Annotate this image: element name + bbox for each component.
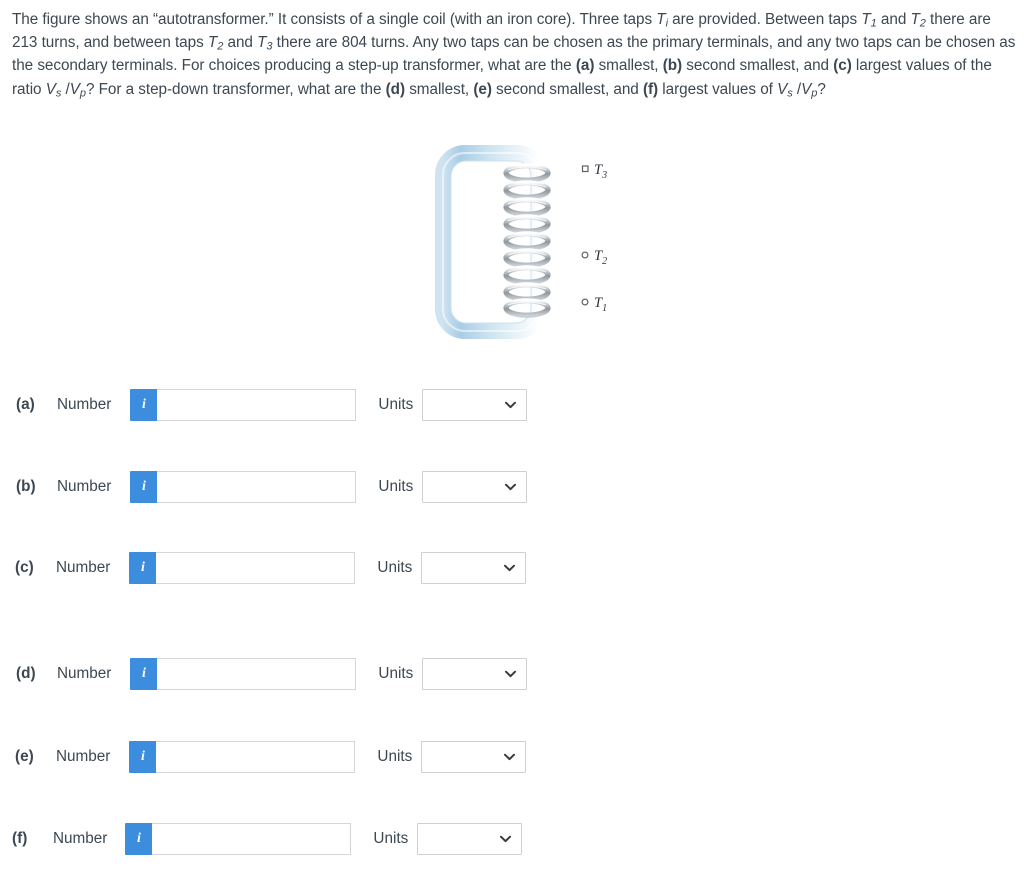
chevron-down-icon	[505, 670, 517, 678]
tap-lead-t3	[530, 165, 589, 173]
problem-statement: The figure shows an “autotransformer.” I…	[12, 11, 1016, 100]
problem-part-label: (c)	[833, 57, 852, 75]
chevron-down-icon	[505, 483, 517, 491]
problem-variable: Vp	[801, 80, 818, 100]
units-select-a[interactable]	[422, 389, 528, 421]
autotransformer-figure: T3 T2 T1	[430, 145, 620, 345]
chevron-down-icon	[500, 835, 512, 843]
answer-row-e: (e) Number i Units	[15, 740, 527, 774]
variable-subscript: 3	[266, 40, 273, 53]
variable-subscript: s	[787, 87, 793, 100]
tap-lead-t2	[530, 251, 589, 259]
units-label-a: Units	[378, 396, 414, 413]
variable-subscript: i	[665, 17, 668, 30]
units-label-d: Units	[378, 665, 414, 682]
variable-subscript: p	[811, 87, 818, 100]
number-label-f: Number	[53, 830, 108, 847]
units-select-c[interactable]	[421, 552, 527, 584]
number-input-group-e: i	[129, 741, 356, 773]
problem-variable: T2	[207, 34, 224, 53]
tap-label-t1: T1	[594, 295, 607, 314]
number-field-b[interactable]	[157, 471, 357, 503]
number-label-d: Number	[57, 665, 112, 682]
number-input-group-b: i	[130, 471, 357, 503]
chevron-down-icon	[504, 564, 516, 572]
info-icon-a[interactable]: i	[130, 389, 158, 421]
answer-letter-b: (b)	[16, 478, 36, 495]
units-select-d[interactable]	[422, 658, 528, 690]
units-label-b: Units	[378, 478, 414, 495]
variable-subscript: p	[79, 87, 86, 100]
number-field-f[interactable]	[152, 823, 352, 855]
answer-letter-e: (e)	[15, 748, 34, 765]
answer-letter-d: (d)	[16, 665, 36, 682]
info-icon-c[interactable]: i	[129, 552, 157, 584]
tap-label-t3: T3	[594, 162, 607, 181]
units-label-e: Units	[377, 748, 413, 765]
variable-subscript: 2	[217, 40, 224, 53]
tap-label-t2: T2	[594, 248, 607, 267]
problem-variable: T1	[861, 11, 877, 30]
variable-subscript: s	[55, 87, 62, 100]
problem-variable: Vs	[777, 80, 793, 100]
number-label-c: Number	[56, 559, 111, 576]
problem-variable: Vp	[69, 80, 86, 100]
info-icon-e[interactable]: i	[129, 741, 157, 773]
problem-variable: Ti	[656, 11, 668, 30]
variable-subscript: 2	[919, 17, 926, 30]
tap-lead-t1	[530, 298, 589, 306]
answer-row-c: (c) Number i Units	[15, 551, 527, 585]
number-input-group-a: i	[130, 389, 357, 421]
answer-row-a: (a) Number i Units	[16, 388, 528, 422]
units-select-f[interactable]	[417, 823, 523, 855]
number-label-a: Number	[57, 396, 112, 413]
info-icon-b[interactable]: i	[130, 471, 158, 503]
units-select-e[interactable]	[421, 741, 527, 773]
problem-part-label: (d)	[385, 80, 405, 98]
problem-variable: T2	[910, 11, 926, 30]
answer-row-b: (b) Number i Units	[16, 470, 528, 504]
info-icon-d[interactable]: i	[130, 658, 158, 690]
problem-variable: Vs	[45, 80, 62, 100]
units-label-f: Units	[373, 830, 409, 847]
info-icon-f[interactable]: i	[125, 823, 153, 855]
problem-variable: T3	[257, 34, 273, 53]
number-field-e[interactable]	[156, 741, 356, 773]
problem-part-label: (a)	[575, 57, 595, 75]
number-field-c[interactable]	[156, 552, 356, 584]
chevron-down-icon	[504, 753, 516, 761]
problem-part-label: (e)	[473, 80, 492, 98]
number-field-a[interactable]	[157, 389, 357, 421]
units-select-b[interactable]	[422, 471, 528, 503]
number-label-e: Number	[56, 748, 111, 765]
number-input-group-d: i	[130, 658, 357, 690]
variable-subscript: 1	[870, 17, 877, 30]
answer-letter-f: (f)	[12, 830, 28, 847]
number-input-group-f: i	[125, 823, 352, 855]
problem-part-label: (f)	[642, 80, 659, 98]
chevron-down-icon	[505, 401, 517, 409]
coil-winding	[503, 163, 551, 318]
coil-highlight	[507, 166, 547, 306]
answer-letter-a: (a)	[16, 396, 35, 413]
units-label-c: Units	[377, 559, 413, 576]
number-label-b: Number	[57, 478, 112, 495]
problem-part-label: (b)	[662, 57, 683, 75]
number-input-group-c: i	[129, 552, 356, 584]
answer-letter-c: (c)	[15, 559, 34, 576]
answer-row-d: (d) Number i Units	[16, 657, 528, 691]
number-field-d[interactable]	[157, 658, 357, 690]
